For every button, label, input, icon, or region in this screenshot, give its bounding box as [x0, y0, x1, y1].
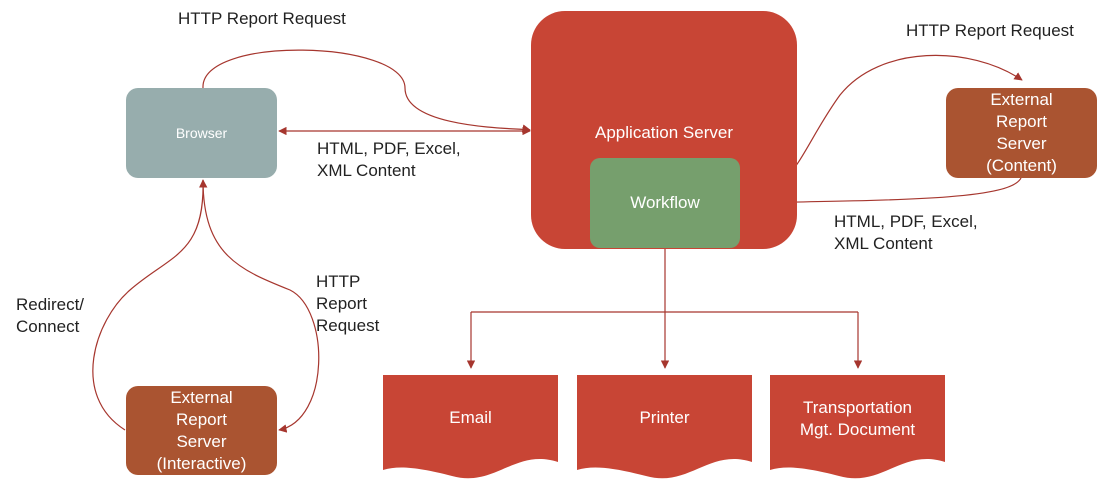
interactive-request-label: HTTP Report Request: [316, 272, 380, 335]
app-server-label: Application Server: [595, 123, 733, 142]
transportation-label: Transportation Mgt. Document: [799, 398, 916, 439]
external-interactive-server-box: External Report Server (Interactive): [126, 386, 277, 475]
browser-response-label: HTML, PDF, Excel, XML Content: [317, 139, 461, 180]
workflow-box: Workflow: [590, 158, 740, 248]
external-response-curve: [741, 177, 1022, 208]
workflow-label: Workflow: [630, 193, 700, 212]
browser-request-label: HTTP Report Request: [178, 9, 346, 28]
redirect-label: Redirect/ Connect: [16, 295, 85, 336]
browser-box: Browser: [126, 88, 277, 178]
printer-label: Printer: [639, 408, 690, 427]
interactive-request-curve: [202, 179, 320, 433]
external-response-label: HTML, PDF, Excel, XML Content: [834, 212, 978, 253]
transportation-document-shape: [770, 375, 945, 479]
redirect-curve: [92, 179, 208, 431]
external-content-server-label: External Report Server (Content): [986, 90, 1057, 175]
external-interactive-server-label: External Report Server (Interactive): [156, 387, 247, 473]
browser-label: Browser: [175, 125, 228, 141]
email-document-shape: [383, 375, 558, 479]
external-content-server-box: External Report Server (Content): [946, 88, 1097, 178]
printer-document-shape: [577, 375, 752, 479]
email-label: Email: [449, 408, 492, 427]
external-request-label: HTTP Report Request: [906, 21, 1074, 40]
